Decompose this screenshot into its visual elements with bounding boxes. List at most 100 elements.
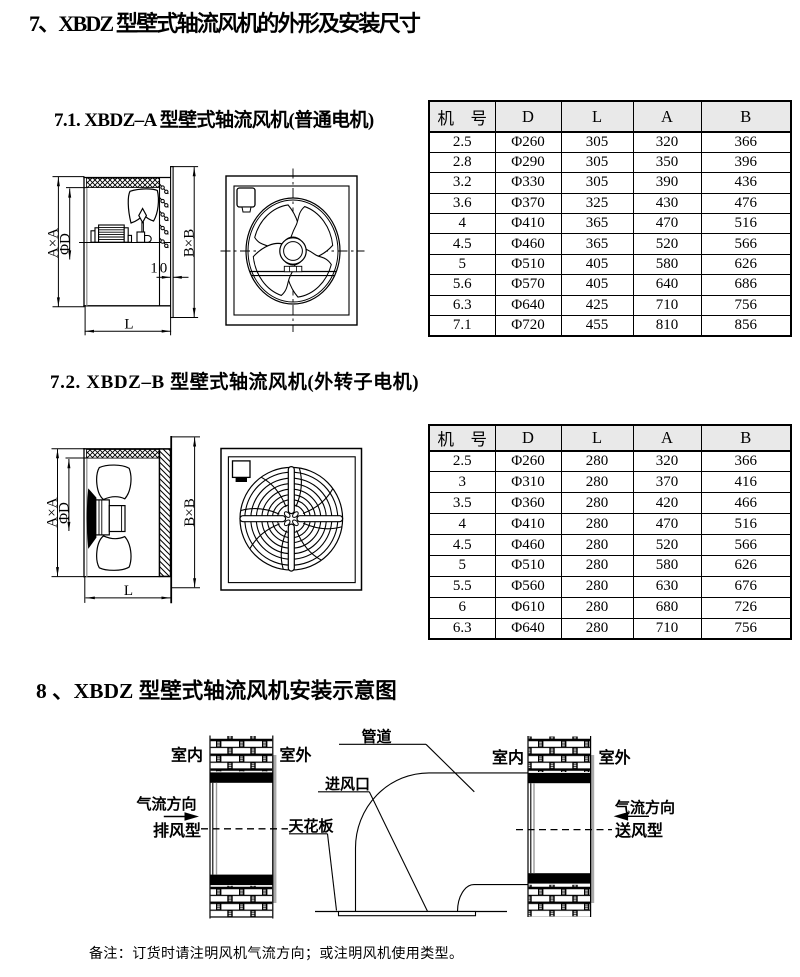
- airflow-arrow-right: [163, 812, 199, 821]
- column-header: B: [700, 100, 792, 133]
- table-cell: 455: [560, 315, 634, 337]
- table-cell: 365: [560, 233, 634, 255]
- table-cell: 710: [632, 294, 702, 317]
- dim-bxb-label: B×B: [182, 498, 198, 526]
- table-cell: Φ640: [494, 294, 562, 317]
- table-cell: 7.1: [428, 315, 496, 337]
- table-cell: 280: [560, 575, 634, 598]
- label-indoor-left: 室内: [171, 746, 203, 765]
- table-cell: 350: [632, 151, 702, 174]
- label-ceiling: 天花板: [289, 817, 335, 835]
- table-cell: 6.3: [428, 617, 496, 640]
- table-cell: 396: [700, 151, 792, 174]
- label-supply-type: 送风型: [614, 821, 663, 840]
- table-cell: 470: [632, 213, 702, 235]
- dim-l-label: L: [124, 317, 133, 333]
- table-cell: 305: [560, 131, 634, 153]
- table-cell: 2.8: [428, 151, 496, 174]
- table-cell: 756: [700, 294, 792, 317]
- table-cell: 280: [560, 596, 634, 619]
- label-outdoor-right: 室外: [599, 748, 631, 767]
- brick-section: [210, 736, 273, 772]
- section-7-2-title: 7.2. XBDZ–B 型壁式轴流风机(外转子电机): [50, 372, 420, 393]
- table-cell: 425: [560, 294, 634, 317]
- left-wall: [201, 735, 288, 919]
- table-cell: 580: [632, 253, 702, 276]
- table-cell: Φ510: [494, 554, 562, 577]
- label-duct: 管道: [362, 728, 392, 746]
- table-cell: 3.5: [428, 492, 496, 515]
- table-cell: 476: [700, 192, 792, 215]
- front-view-xbdz-a: [220, 168, 365, 332]
- label-inlet: 进风口: [325, 776, 370, 793]
- table-cell: 676: [700, 575, 792, 598]
- mounting-hooks: [159, 183, 169, 249]
- table-cell: 370: [632, 471, 702, 494]
- table-cell: 5.6: [428, 274, 496, 296]
- table-cell: 4.5: [428, 534, 496, 556]
- table-cell: 366: [700, 131, 792, 153]
- table-cell: 305: [560, 172, 634, 194]
- table-cell: 4: [428, 513, 496, 536]
- label-airflow-left: 气流方向: [136, 795, 197, 813]
- table-cell: 280: [560, 554, 634, 577]
- table-cell: 280: [560, 492, 634, 515]
- table-cell: 280: [560, 450, 634, 473]
- installation-diagram: 室内 室外 气流方向 排风型 管道 进风口 天花板 室内 室外: [136, 728, 675, 919]
- table-cell: Φ290: [494, 151, 562, 174]
- table-cell: 516: [700, 513, 792, 536]
- column-header: 机 号: [428, 424, 496, 452]
- fan-mount-band: [528, 772, 591, 784]
- label-indoor-right: 室内: [492, 748, 524, 767]
- impeller-side: [127, 188, 159, 243]
- table-cell: 470: [632, 513, 702, 536]
- dim-phid-label: ΦD: [58, 233, 74, 255]
- motor-side: [90, 224, 152, 243]
- dim-10-label: 10: [150, 261, 169, 277]
- table-cell: Φ410: [494, 213, 562, 235]
- table-cell: 756: [700, 617, 792, 640]
- table-cell: 3: [428, 471, 496, 494]
- right-wall: [516, 736, 612, 917]
- table-cell: 3.2: [428, 172, 496, 194]
- table-cell: Φ410: [494, 513, 562, 536]
- main-title: 7、XBDZ 型壁式轴流风机的外形及安装尺寸: [29, 11, 421, 36]
- column-header: L: [560, 424, 634, 452]
- dim-bxb-label: B×B: [182, 229, 198, 257]
- label-airflow-right: 气流方向: [614, 799, 675, 817]
- column-header: A: [632, 100, 702, 133]
- table-cell: 466: [700, 492, 792, 515]
- fan-mount-band: [528, 873, 591, 884]
- table-cell: 630: [632, 575, 702, 598]
- table-cell: 430: [632, 192, 702, 215]
- table-cell: 686: [700, 274, 792, 296]
- table-cell: 390: [632, 172, 702, 194]
- dim-l-label: L: [124, 583, 133, 599]
- section-8-title: 8 、XBDZ 型壁式轴流风机安装示意图: [36, 679, 397, 703]
- table-cell: 320: [632, 131, 702, 153]
- fan-mount-band: [210, 772, 273, 783]
- table-cell: 680: [632, 596, 702, 619]
- table-cell: 5: [428, 253, 496, 276]
- table-cell: 4: [428, 213, 496, 235]
- table-cell: 710: [632, 617, 702, 640]
- dim-axa-label: A×A: [45, 497, 61, 527]
- table-cell: 280: [560, 513, 634, 536]
- column-header: A: [632, 424, 702, 452]
- column-header: B: [700, 424, 792, 452]
- terminal-box: [236, 187, 256, 213]
- airflow-arrow-left: [613, 812, 649, 821]
